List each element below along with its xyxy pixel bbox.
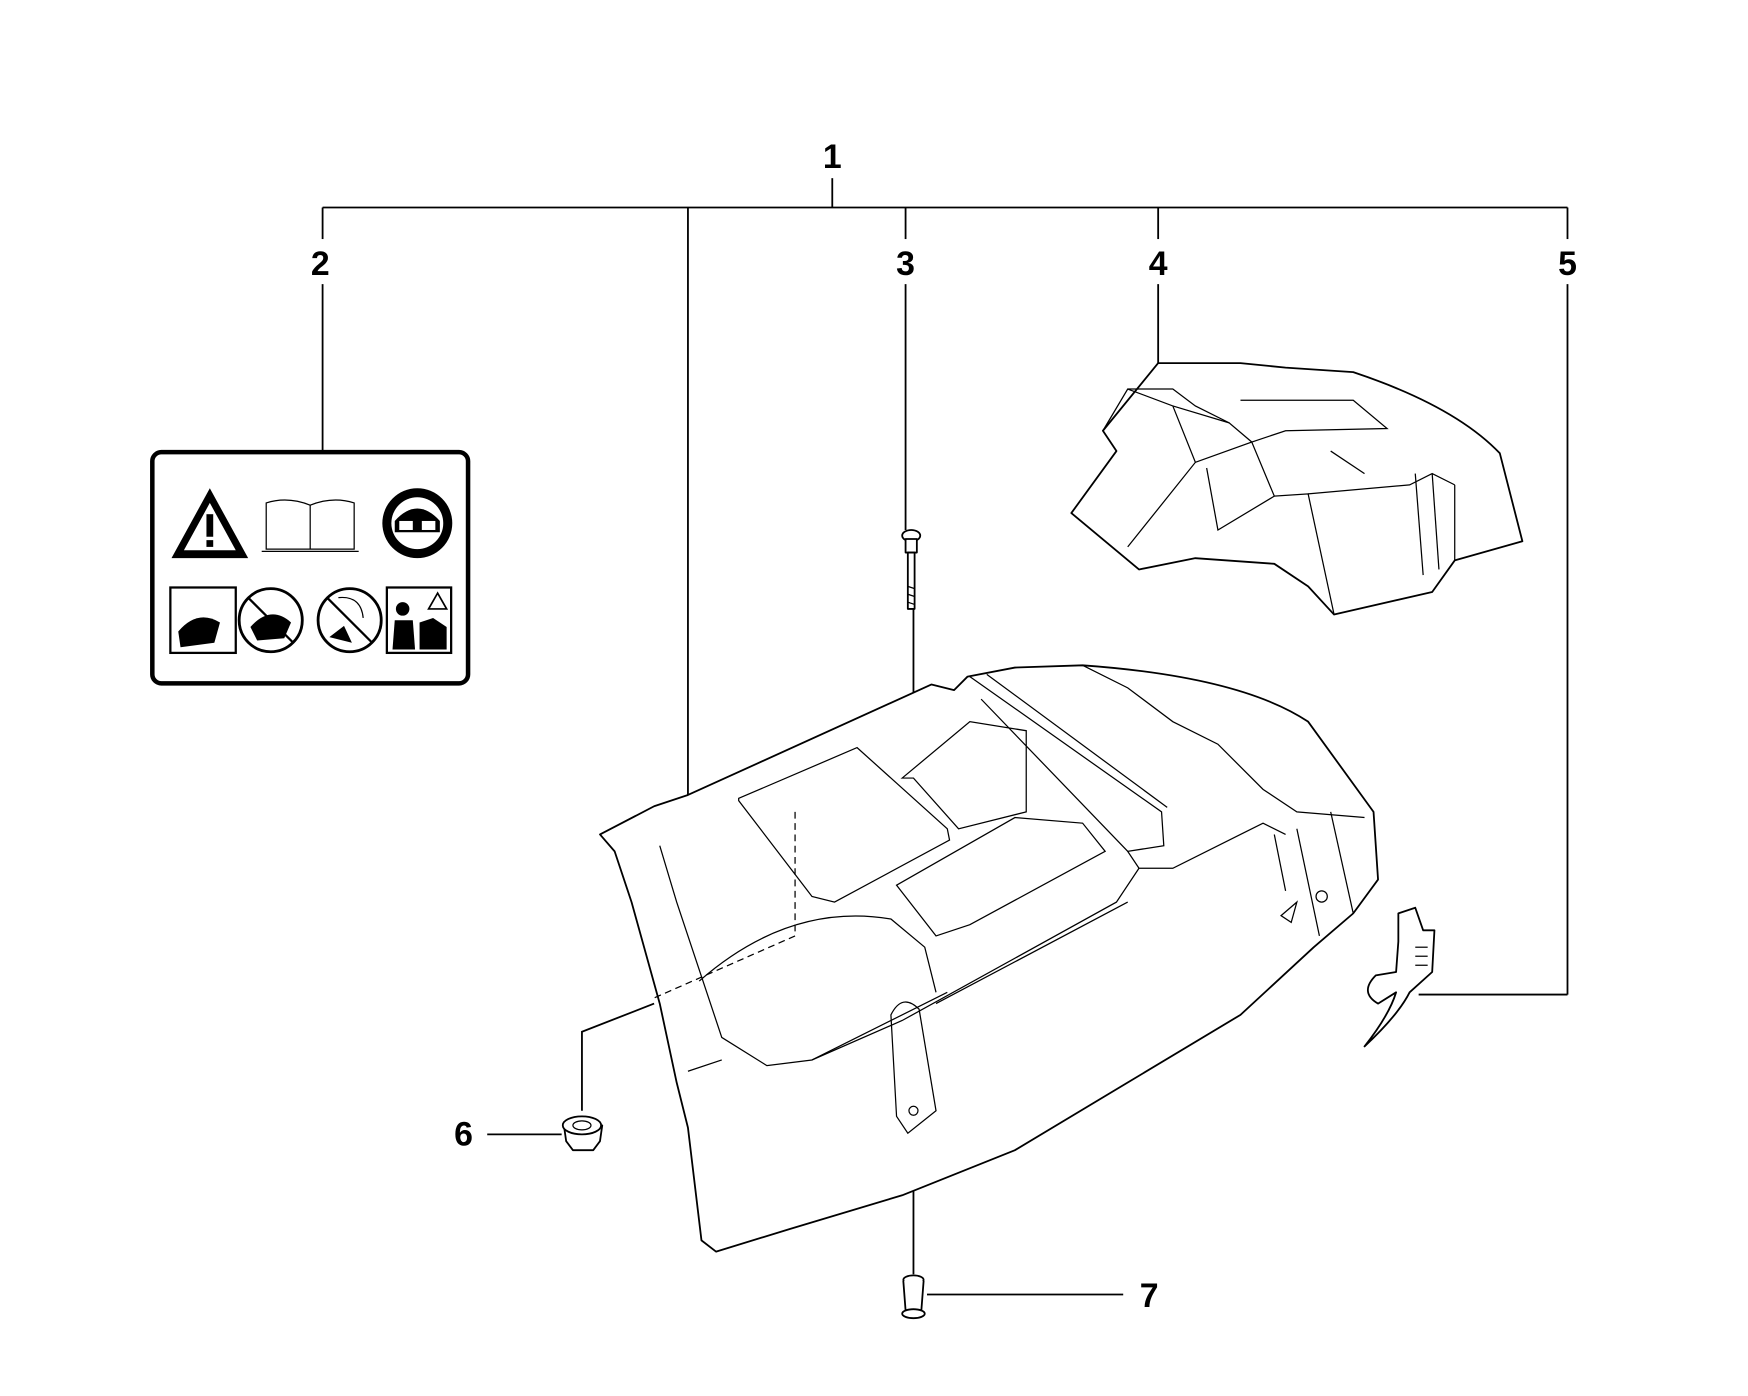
clip: [1363, 906, 1436, 1048]
callout-7: 7: [1140, 1277, 1159, 1315]
protective-gear-icon: [382, 488, 453, 559]
warning-triangle-icon: [171, 488, 249, 559]
hazard-pictogram-icons: [169, 586, 453, 655]
callout-1: 1: [823, 138, 842, 176]
callout-4: 4: [1149, 245, 1168, 283]
callout-3: 3: [896, 245, 915, 283]
top-cover: [1070, 362, 1524, 616]
grommet: [561, 1115, 604, 1152]
callout-2: 2: [311, 245, 330, 283]
warning-decal: [150, 449, 471, 686]
screw: [901, 529, 922, 610]
callout-6: 6: [454, 1116, 473, 1154]
sleeve: [901, 1274, 926, 1320]
callout-5: 5: [1558, 245, 1577, 283]
housing: [599, 664, 1379, 1253]
manual-book-icon: [261, 499, 359, 553]
